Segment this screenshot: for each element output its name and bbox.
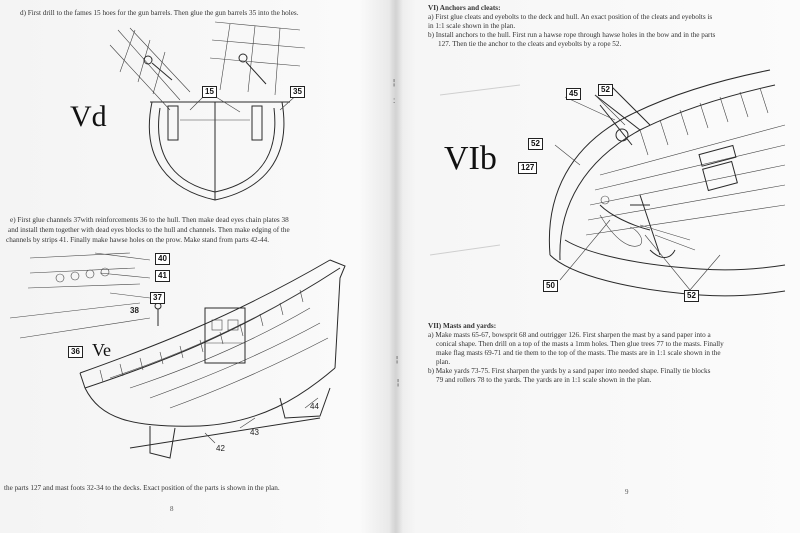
callout-38: 38	[130, 306, 139, 315]
callout-37: 37	[150, 292, 165, 304]
margin-mark: ¦	[393, 78, 396, 87]
section-vii-title: VII) Masts and yards:	[428, 322, 497, 330]
callout-36: 36	[68, 346, 83, 358]
section-vi-title: VI) Anchors and cleats:	[428, 4, 501, 12]
callout-41: 41	[155, 270, 170, 282]
vii-b-line2: 79 and rollers 78 to the yards. The yard…	[436, 376, 652, 384]
left-bottom-note: the parts 127 and mast foots 32-34 to th…	[4, 484, 280, 492]
margin-mark: ¦	[396, 355, 399, 364]
label-ve: Ve	[92, 340, 111, 360]
vi-a-line1: a) First glue cleats and eyebolts to the…	[428, 13, 713, 21]
callout-35: 35	[290, 86, 305, 98]
callout-52-bottom: 52	[684, 290, 699, 302]
bow-anchor-drawing	[429, 69, 786, 297]
callout-50: 50	[543, 280, 558, 292]
vii-a-line2: conical shape. Then drill on a top of th…	[436, 340, 724, 348]
ship-hull-drawing	[9, 252, 346, 459]
callout-42: 42	[216, 444, 225, 453]
step-e-line2: and install them together with dead eyes…	[8, 226, 290, 234]
step-e-line3: channels by strips 41. Finally make haws…	[6, 236, 270, 244]
step-d-text: d) First drill to the fames 15 hoes for …	[20, 9, 299, 17]
step-e-line1: e) First glue channels 37with reinforcem…	[10, 216, 289, 224]
callout-43: 43	[250, 428, 259, 437]
left-page: d) First drill to the fames 15 hoes for …	[0, 0, 392, 533]
vi-a-line2: in 1:1 scale shown in the plan.	[428, 22, 516, 30]
label-vd: Vd	[70, 100, 107, 133]
callout-15: 15	[202, 86, 217, 98]
right-page-number: 9	[625, 488, 629, 496]
margin-mark: :	[393, 96, 396, 105]
callout-44: 44	[310, 402, 319, 411]
book-gutter	[389, 0, 403, 533]
label-vib: VIb	[444, 140, 497, 177]
vi-b-line2: 127. Then tie the anchor to the cleats a…	[438, 40, 622, 48]
left-page-number: 8	[170, 505, 174, 513]
vii-a-line3: make flag masts 69-71 and tie them to th…	[436, 349, 721, 357]
callout-52-top: 52	[598, 84, 613, 96]
margin-mark: ¦	[397, 378, 400, 387]
callout-52-left: 52	[528, 138, 543, 150]
vii-b-line1: b) Make yards 73-75. First sharpen the y…	[428, 367, 711, 375]
vii-a-line1: a) Make masts 65-67, bowsprit 68 and out…	[428, 331, 711, 339]
vi-b-line1: b) Install anchors to the hull. First ru…	[428, 31, 716, 39]
callout-127: 127	[518, 162, 538, 174]
callout-40: 40	[155, 253, 170, 265]
right-page: VI) Anchors and cleats: a) First glue cl…	[400, 0, 800, 533]
vii-a-line4: plan.	[436, 358, 451, 366]
frame-detail-drawing	[109, 21, 306, 201]
callout-45: 45	[566, 88, 581, 100]
